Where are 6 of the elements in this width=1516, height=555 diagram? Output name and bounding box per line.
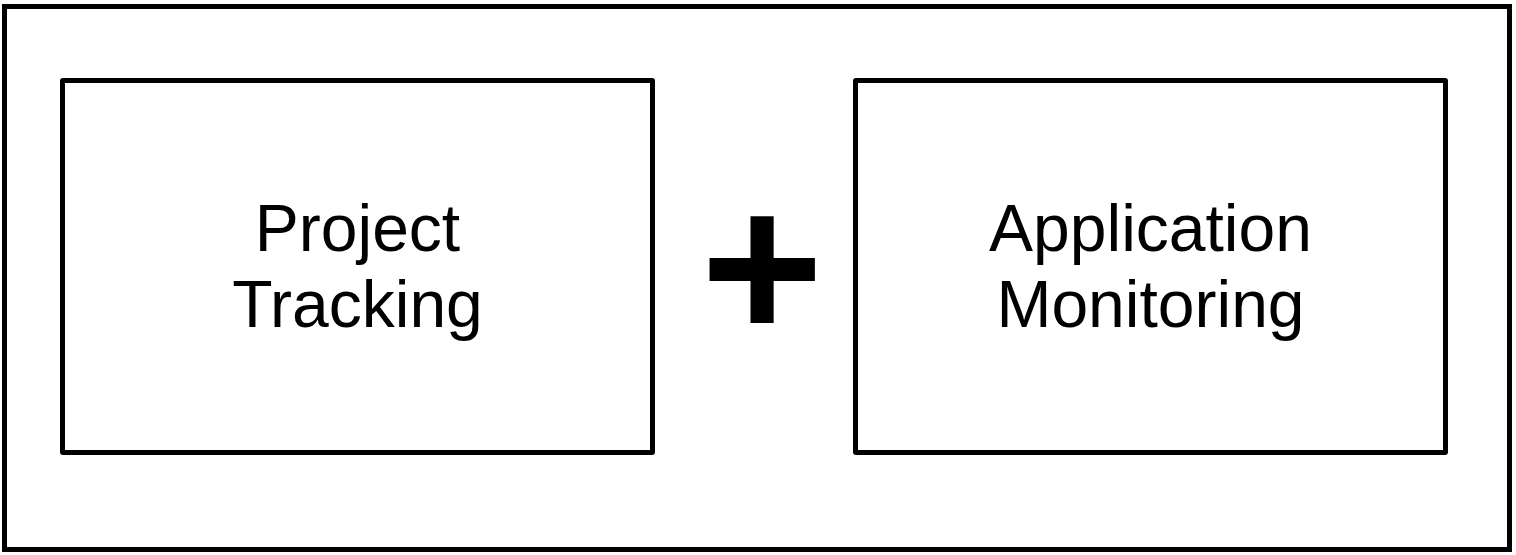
process-box: [853, 78, 1448, 455]
process-box: [60, 78, 655, 455]
frame-box: [2, 4, 1512, 552]
box-label: Application Monitoring: [988, 191, 1313, 342]
box-label: Project Tracking: [231, 191, 484, 342]
plus-sign: +: [700, 163, 824, 373]
